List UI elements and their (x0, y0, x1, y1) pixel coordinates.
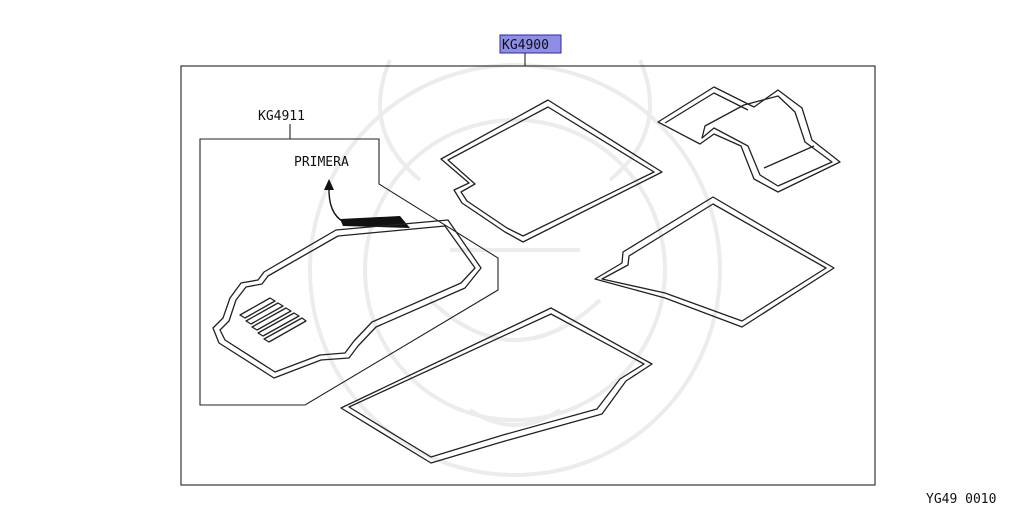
rear-right-mat[interactable] (594, 196, 835, 328)
sub-group-frame (199, 138, 499, 406)
variant-arrow-head (324, 179, 334, 190)
variant-label: PRIMERA (294, 155, 349, 170)
main-part-highlight[interactable] (499, 34, 562, 54)
rear-left-mat[interactable] (340, 307, 653, 464)
figure-code: YG49 0010 (926, 492, 996, 506)
driver-floor-mat[interactable] (212, 219, 482, 379)
main-frame (180, 65, 876, 486)
main-part-label[interactable]: KG4900 (502, 38, 549, 53)
sub-part-label[interactable]: KG4911 (258, 109, 305, 124)
heel-pad (239, 297, 307, 343)
variant-arrow (328, 185, 345, 223)
rear-tunnel-mat[interactable] (657, 86, 841, 193)
front-passenger-mat[interactable] (440, 99, 663, 243)
watermark-emblem (308, 59, 722, 477)
